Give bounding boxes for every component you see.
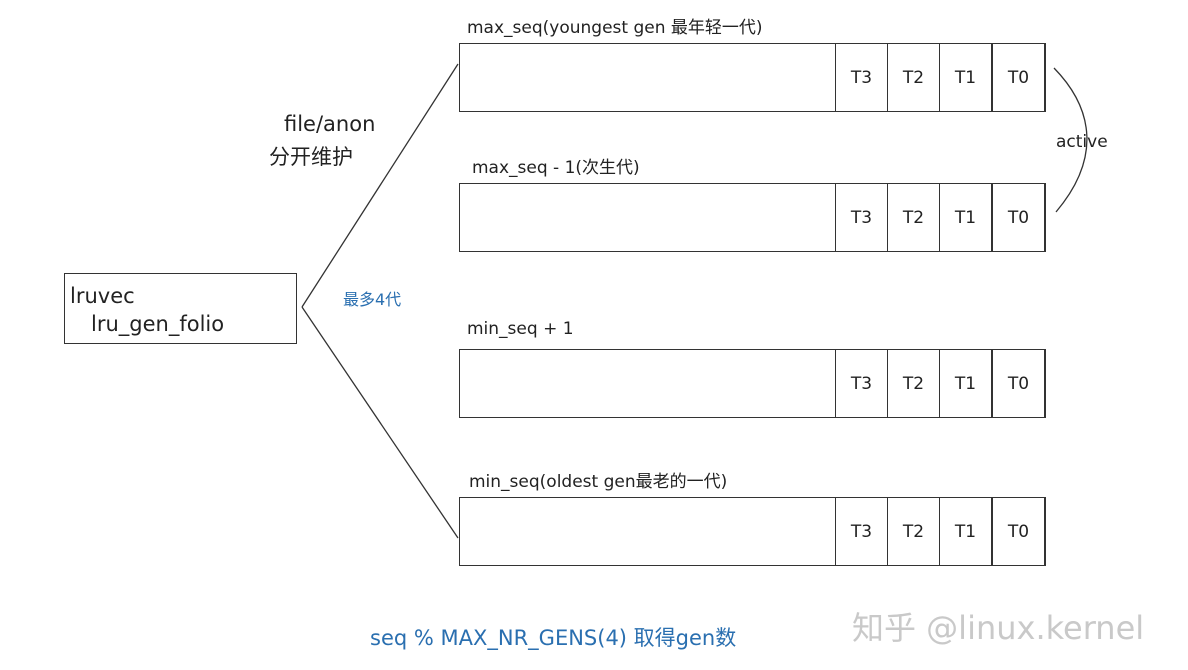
gen-row-min-seq-plus-1: T3 T2 T1 T0 xyxy=(459,349,1046,418)
tier-cell: T2 xyxy=(887,349,940,418)
formula-text: seq % MAX_NR_GENS(4) 取得gen数 xyxy=(370,626,737,650)
gen-row-min-seq: T3 T2 T1 T0 xyxy=(459,497,1046,566)
tier-cell: T2 xyxy=(887,497,940,566)
file-anon-label: file/anon xyxy=(284,112,376,136)
tier-cell: T1 xyxy=(939,43,992,112)
tier-cell: T0 xyxy=(992,349,1045,418)
tier-cell: T1 xyxy=(939,497,992,566)
gen-label-max-seq-minus-1: max_seq - 1(次生代) xyxy=(472,158,640,178)
tier-cell: T1 xyxy=(939,349,992,418)
gen-row-max-seq-minus-1: T3 T2 T1 T0 xyxy=(459,183,1046,252)
tier-cell: T2 xyxy=(887,183,940,252)
lruvec-label: lruvec xyxy=(70,284,135,308)
watermark-text: 知乎 @linux.kernel xyxy=(852,609,1145,647)
branch-line-top xyxy=(301,63,459,308)
gen-label-min-seq: min_seq(oldest gen最老的一代) xyxy=(469,472,728,492)
lru-gen-folio-label: lru_gen_folio xyxy=(91,312,225,336)
tier-cell: T1 xyxy=(939,183,992,252)
max-gens-note: 最多4代 xyxy=(343,290,402,309)
tier-cell: T3 xyxy=(835,43,888,112)
tier-cell: T0 xyxy=(992,43,1045,112)
separate-maintain-label: 分开维护 xyxy=(269,145,353,169)
active-label: active xyxy=(1056,132,1108,152)
branch-line-bottom xyxy=(301,306,459,539)
tier-cell: T0 xyxy=(992,497,1045,566)
tier-cell: T2 xyxy=(887,43,940,112)
active-bracket xyxy=(1053,67,1088,213)
tier-cell: T3 xyxy=(835,183,888,252)
lruvec-box: lruvec lru_gen_folio xyxy=(64,273,297,344)
gen-label-min-seq-plus-1: min_seq + 1 xyxy=(467,319,574,339)
tier-cell: T3 xyxy=(835,497,888,566)
tier-cell: T3 xyxy=(835,349,888,418)
gen-label-max-seq: max_seq(youngest gen 最年轻一代) xyxy=(467,18,763,38)
gen-row-max-seq: T3 T2 T1 T0 xyxy=(459,43,1046,112)
tier-cell: T0 xyxy=(992,183,1045,252)
